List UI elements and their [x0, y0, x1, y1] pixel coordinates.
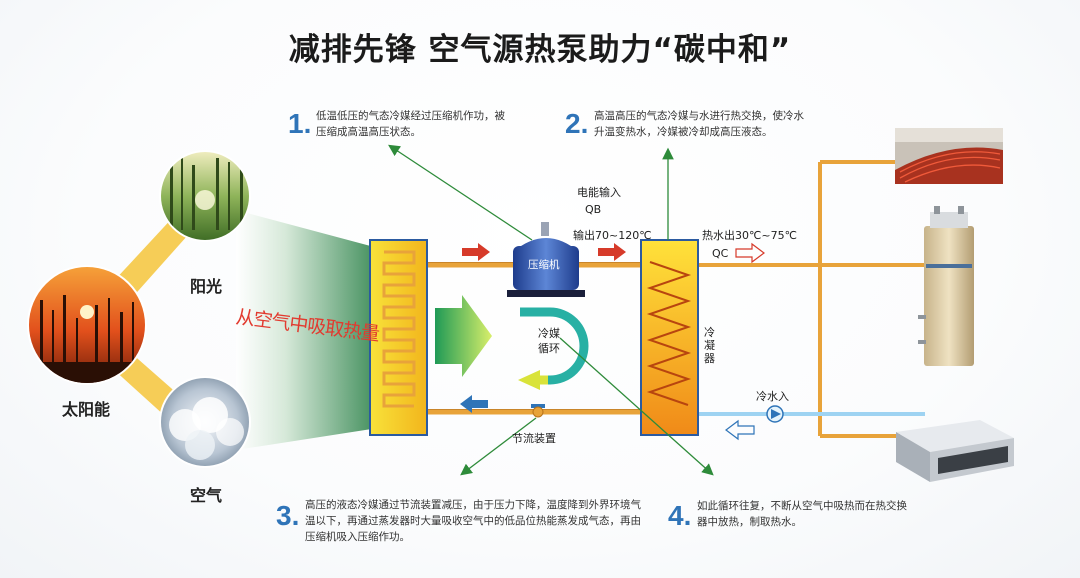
page-title: 减排先锋 空气源热泵助力“碳中和”: [288, 32, 792, 68]
flow-arrows: [460, 242, 765, 441]
evaporator: [369, 239, 428, 436]
airflow-arrow: [435, 295, 492, 377]
step-1-number: 1.: [288, 108, 312, 139]
step-3-number: 3.: [276, 500, 300, 531]
compressor: [507, 222, 585, 297]
refrigerant-cycle-arrow: [518, 307, 589, 390]
air-label: 空气: [190, 486, 223, 505]
step-1-text: 低温低压的气态冷媒经过压缩机作功，被压缩成高温高压状态。: [316, 110, 505, 138]
hot-water-out-label: 热水出30℃~75℃: [702, 229, 797, 242]
condenser-label: 冷凝器: [704, 326, 715, 365]
qb-label: QB: [585, 203, 602, 216]
refrigerant-cycle-label-2: 循环: [538, 342, 560, 355]
condenser: [640, 239, 699, 436]
compressor-label: 压缩机: [528, 259, 560, 271]
heat-absorption-beam: [236, 210, 378, 450]
step-2-text: 高温高压的气态冷媒与水进行热交换，使冷水升温变热水，冷媒被冷却成高压液态。: [594, 110, 804, 138]
throttle-label: 节流装置: [512, 432, 556, 445]
fan-coil-image: [896, 420, 1014, 482]
sunlight-label: 阳光: [190, 277, 223, 296]
step-4-number: 4.: [668, 500, 692, 531]
throttle-valve: [531, 404, 545, 418]
cold-water-pump: [766, 405, 784, 423]
air-image: [159, 376, 251, 468]
step-4-text: 如此循环往复，不断从空气中吸热而在热交换器中放热，制取热水。: [697, 500, 907, 528]
refrigerant-cycle-label-1: 冷媒: [538, 327, 560, 340]
floor-heating-image: [895, 128, 1003, 184]
qc-label: QC: [712, 247, 729, 260]
sunlight-image: [159, 150, 251, 242]
step-3-text: 高压的液态冷媒通过节流装置减压，由于压力下降，温度降到外界环境气温以下，再通过蒸…: [305, 499, 641, 543]
step-2-number: 2.: [565, 108, 589, 139]
power-input-label: 电能输入: [577, 186, 621, 199]
water-heater-image: [918, 206, 974, 366]
output-temp-label: 输出70~120℃: [573, 229, 652, 242]
hot-water-pipes: [698, 160, 925, 438]
cold-water-in-label: 冷水入: [756, 390, 789, 403]
process-arrows: [388, 144, 714, 476]
solar-label: 太阳能: [62, 400, 111, 419]
